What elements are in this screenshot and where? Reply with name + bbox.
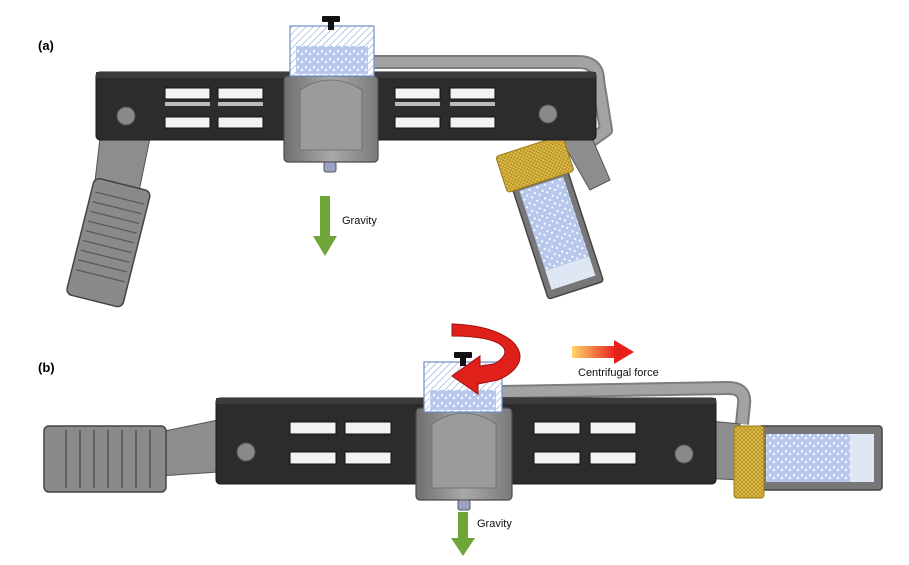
mesh-filter [495,135,574,193]
gravity-label-b: Gravity [477,518,512,530]
panel-a-label: (a) [38,38,54,53]
panel-b-label: (b) [38,360,55,375]
left-grip [66,177,151,308]
screw-knob-icon-b [454,352,472,366]
centrifugal-arrow [572,340,634,364]
bar-hole-right-b [674,444,694,464]
bar-hole-right [538,104,558,124]
panel-b-device [43,323,883,556]
housing-pin-b [457,499,471,511]
gravity-label-a: Gravity [342,215,377,227]
centrifugal-force-label: Centrifugal force [578,367,659,379]
bar-hole-left [116,106,136,126]
screw-knob-icon [322,16,340,30]
gravity-arrow-b [451,512,475,556]
gravity-arrow-a [313,196,337,256]
rotation-arrow-icon [451,323,521,395]
bar-slots [164,87,496,129]
left-grip-b [43,425,167,493]
housing-pin [323,161,337,173]
mesh-filter-b [733,425,765,499]
bar-slots-b [289,421,637,465]
bar-hole-left-b [236,442,256,462]
panel-a-device [66,16,613,308]
left-arm-b [159,419,219,477]
